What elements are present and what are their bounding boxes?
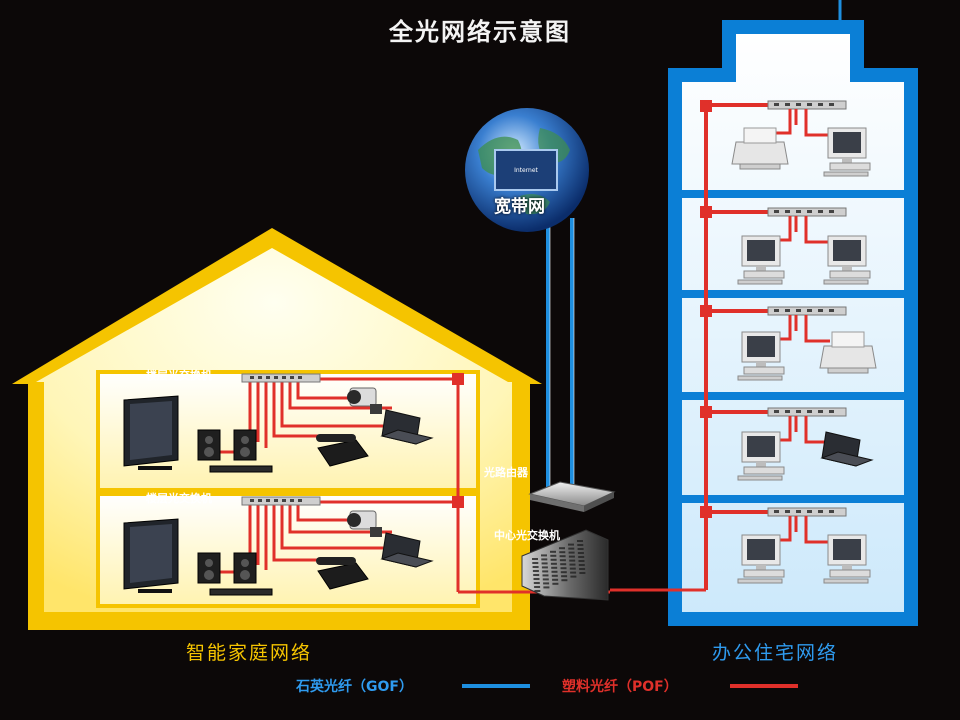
globe-icon: Internet [465,108,589,232]
office-network-caption: 办公住宅网络 [712,642,839,664]
legend-pof-label: 塑料光纤（POF） [562,679,678,695]
speaker-icon [197,429,221,461]
laptop-icon [380,532,434,568]
legend-pof-line [730,684,798,688]
central-switch-label: 中心光交换机 [494,529,560,542]
speaker-icon [233,429,257,461]
diagram-title: 全光网络示意图 [389,17,571,46]
desktop-pc-icon [737,331,785,381]
switch-icon [767,407,847,417]
desktop-pc-icon [823,235,871,285]
desktop-pc-icon [737,431,785,481]
server-rack-icon [521,529,609,601]
dvd-player-icon [209,465,273,473]
switch-icon [767,306,847,316]
desktop-pc-icon [737,534,785,584]
dvd-player-icon [209,588,273,596]
floor-switch-label-bottom: 楼层光交换机 [146,492,212,505]
internet-screen-text: Internet [514,167,538,174]
switch-icon [241,496,321,506]
phone-icon [316,434,369,467]
speaker-icon [197,552,221,584]
desktop-pc-icon [737,235,785,285]
speaker-icon [233,552,257,584]
floor-switch-label-top: 楼层光交换机 [146,369,212,382]
switch-icon [767,100,847,110]
printer-icon [819,331,877,374]
camera-icon [347,387,382,414]
switch-icon [767,507,847,517]
router-icon [528,481,616,512]
laptop-icon [820,431,874,467]
phone-icon [316,557,369,590]
monitor-icon [123,518,179,593]
desktop-pc-icon [823,534,871,584]
broadband-label: 宽带网 [494,197,545,217]
home-network-caption: 智能家庭网络 [186,642,313,664]
legend-gof-line [462,684,530,688]
switch-icon [241,373,321,383]
home-pof-lines [214,374,706,594]
router-label: 光路由器 [484,466,528,479]
desktop-pc-icon [823,127,871,177]
switch-icon [767,207,847,217]
monitor-icon [123,395,179,470]
legend-gof-label: 石英光纤（GOF） [296,679,413,695]
camera-icon [347,510,382,537]
gof-trunk [546,218,574,490]
laptop-icon [380,409,434,445]
smart-home-house [12,228,542,630]
printer-icon [731,127,789,170]
